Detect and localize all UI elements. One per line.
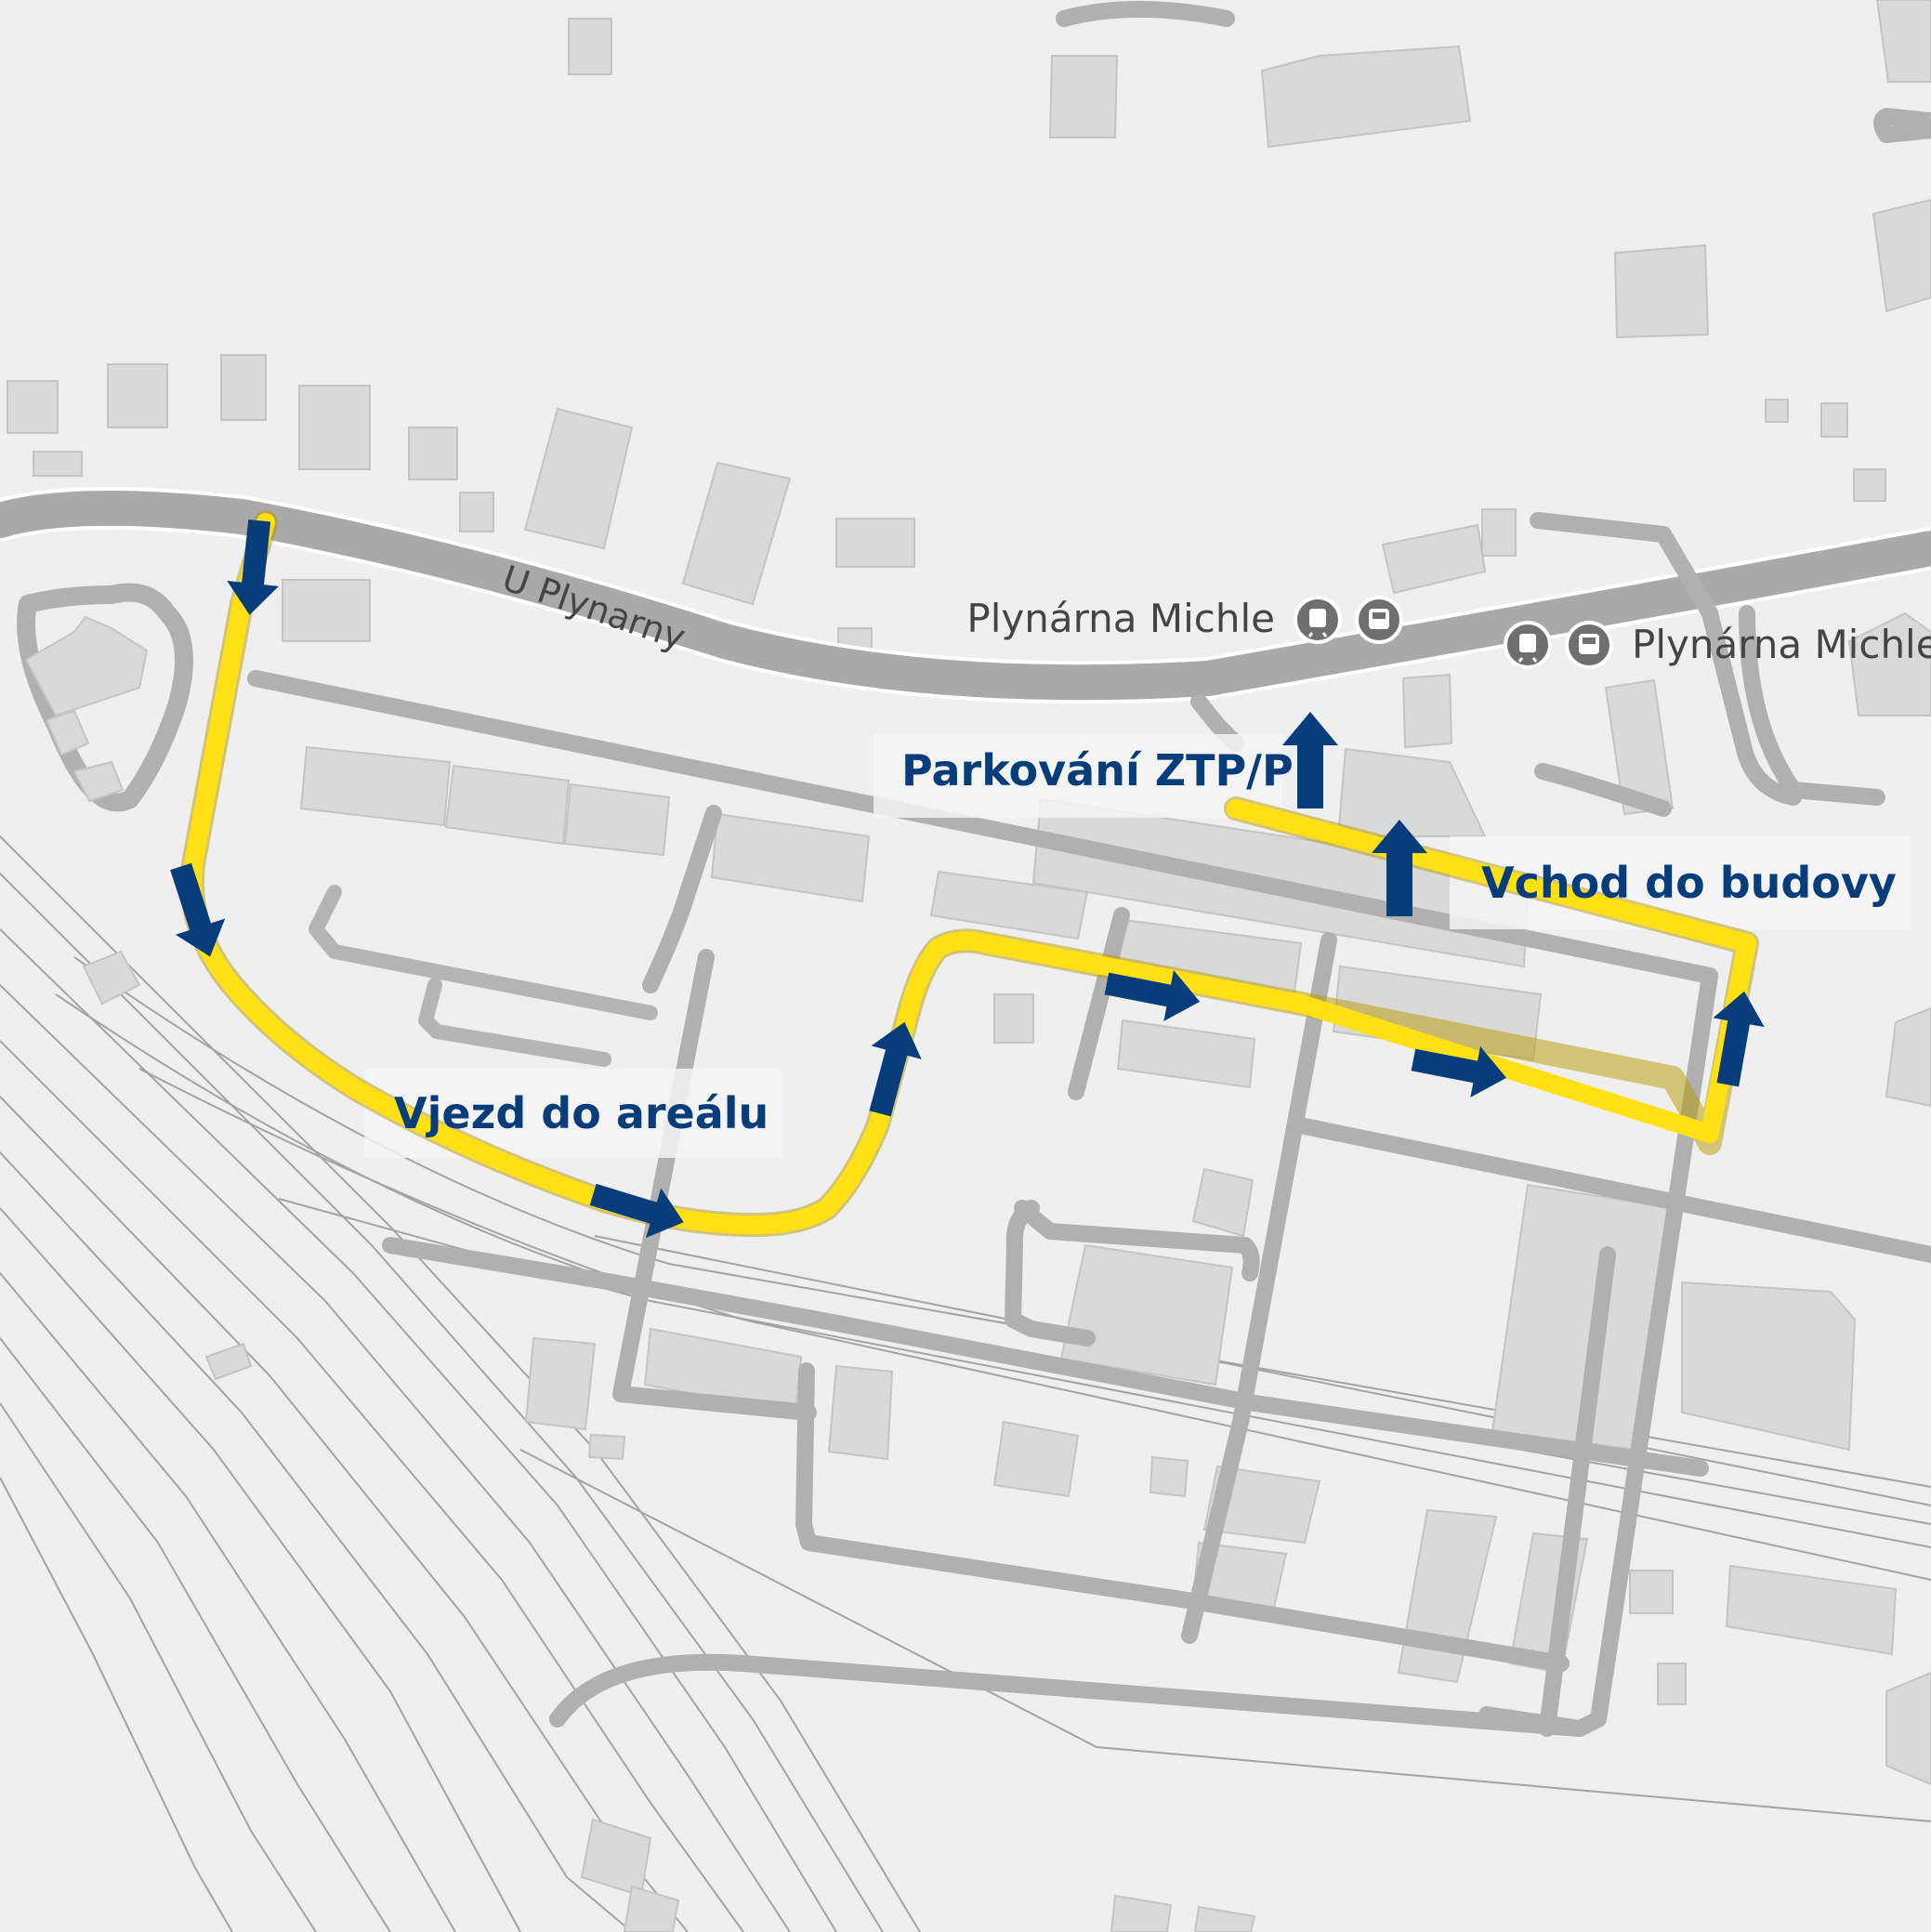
bus-icon (1355, 596, 1403, 644)
tram-icon (1504, 621, 1552, 669)
stop-label-1[interactable]: Plynárna Michle (966, 596, 1403, 644)
arrow-icon (170, 862, 226, 957)
arrow-icon (1713, 991, 1765, 1087)
nw-buildings (24, 615, 149, 803)
stop-label-2[interactable]: Plynárna Michle (1504, 621, 1931, 669)
callout-parking: Parkování ZTP/P (901, 745, 1294, 795)
roads (0, 1, 1931, 1737)
arrow-icon (1104, 969, 1201, 1021)
arrow-icon (1282, 712, 1338, 808)
arrow-icon (589, 1183, 684, 1239)
bus-icon (1565, 621, 1613, 669)
buildings (7, 0, 1931, 1932)
arrow-icon (869, 1021, 922, 1117)
callout-entry: Vjezd do areálu (394, 1088, 768, 1138)
stop-name: Plynárna Michle (966, 596, 1275, 641)
arrow-icon (1372, 820, 1427, 916)
arrow-icon (227, 519, 279, 615)
callout-box-parking (874, 734, 1282, 818)
callout-entrance: Vchod do budovy (1481, 858, 1897, 908)
route-arrows (170, 519, 1765, 1239)
arrow-icon (1411, 1045, 1507, 1097)
tram-icon (1294, 596, 1342, 644)
stop-name: Plynárna Michle (1632, 622, 1931, 667)
